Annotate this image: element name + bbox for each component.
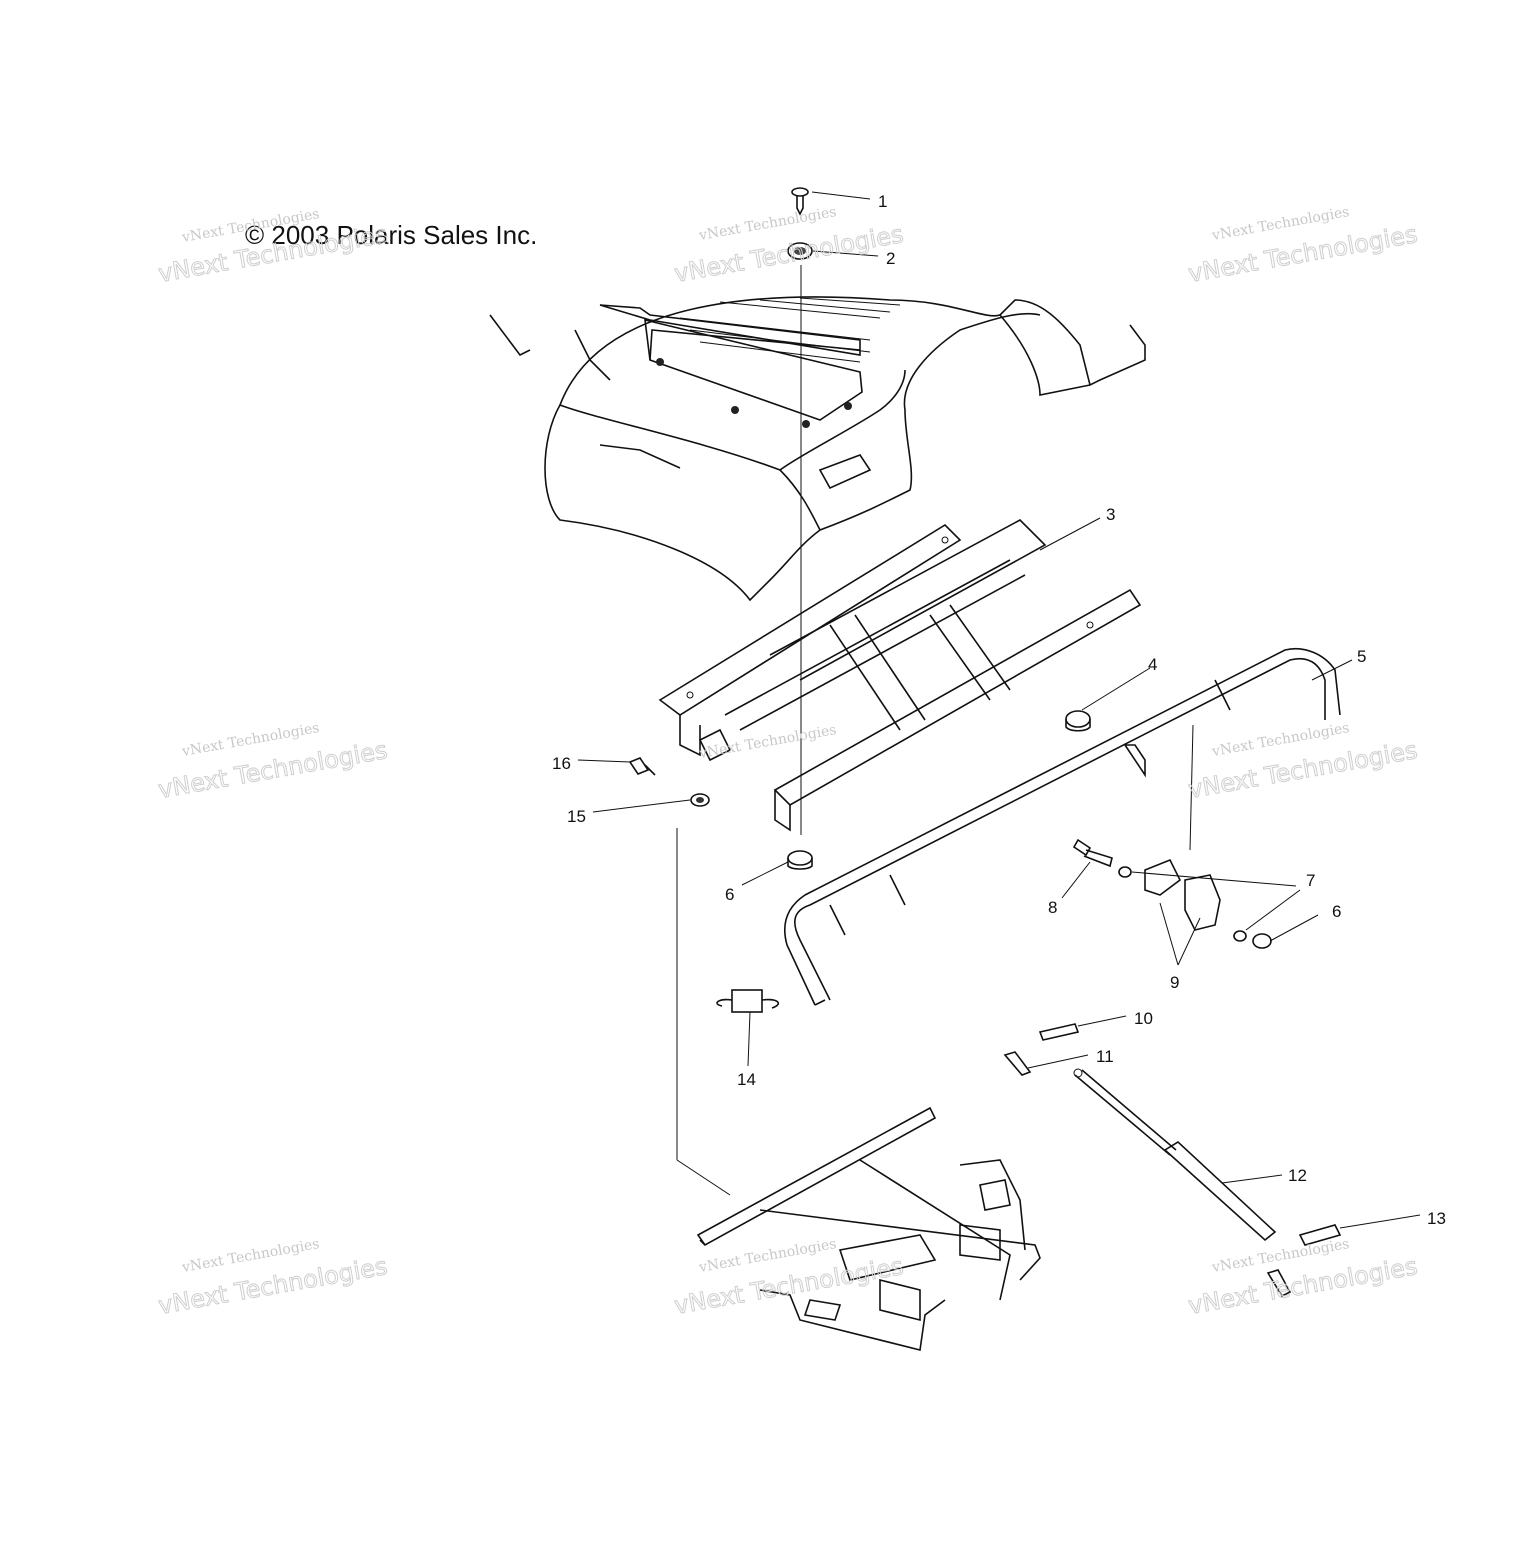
part-10-pin <box>1038 1023 1080 1041</box>
callout-3: 3 <box>1106 505 1115 524</box>
part-5-rail <box>783 648 1341 1006</box>
part-16-bolt <box>628 757 656 776</box>
callout-2: 2 <box>886 249 895 268</box>
part-8-bolt <box>1072 838 1113 868</box>
part-13-pin <box>1298 1224 1342 1246</box>
part-14-spring <box>716 989 780 1013</box>
leader-lines <box>577 191 1421 1229</box>
callout-12: 12 <box>1288 1166 1307 1185</box>
assembly-line <box>676 1159 731 1196</box>
part-7-washer <box>1118 866 1247 942</box>
callout-6-left: 6 <box>725 885 734 904</box>
part-9-bracket <box>1144 858 1221 931</box>
callout-16: 16 <box>552 754 571 773</box>
callout-14: 14 <box>737 1070 756 1089</box>
chassis-frame <box>696 1106 1041 1351</box>
assembly-line <box>1189 724 1194 851</box>
part-6-nut-left <box>787 850 813 870</box>
part-1-screw <box>791 187 809 216</box>
watermark-text: vNext Technologies <box>697 722 838 762</box>
callout-6-right: 6 <box>1332 902 1341 921</box>
callout-15: 15 <box>567 807 586 826</box>
callout-7: 7 <box>1306 871 1315 890</box>
callout-11: 11 <box>1096 1047 1114 1066</box>
callout-10: 10 <box>1134 1009 1153 1028</box>
callouts: 1 2 3 4 5 6 6 7 8 9 10 11 12 13 14 15 16 <box>552 192 1446 1228</box>
cab-body <box>489 296 1146 602</box>
part-2-grommet <box>787 242 813 260</box>
part-6-nut-right <box>1252 933 1272 949</box>
callout-1: 1 <box>878 192 887 211</box>
copyright-text: © 2003 Polaris Sales Inc. <box>245 220 537 250</box>
callout-9: 9 <box>1170 973 1179 992</box>
callout-4: 4 <box>1148 655 1157 674</box>
part-3-bed-frame <box>658 519 1142 832</box>
callout-5: 5 <box>1357 647 1366 666</box>
callout-8: 8 <box>1048 898 1057 917</box>
part-4-plug <box>1065 710 1091 732</box>
callout-13: 13 <box>1427 1209 1446 1228</box>
watermarks: vNext Technologies vNext Technologies vN… <box>156 204 1420 1320</box>
part-12-gas-strut <box>1073 1068 1277 1242</box>
part-15-nut <box>690 793 710 807</box>
part-11-clip <box>1003 1051 1032 1076</box>
part-11-clip-lower <box>1266 1269 1292 1298</box>
